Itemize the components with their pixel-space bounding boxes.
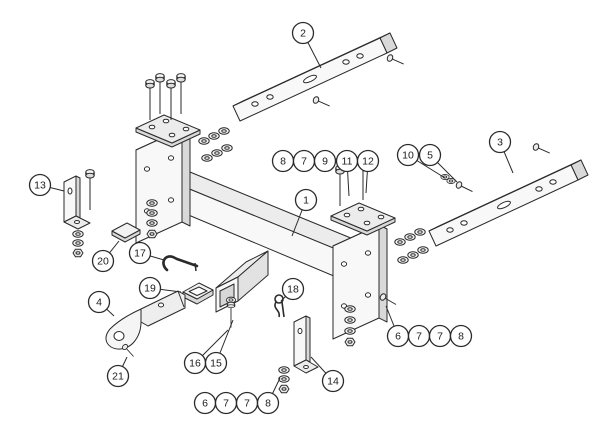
callout-2: 2: [291, 21, 315, 45]
callout-21: 21: [106, 364, 130, 388]
callout-number-3: 3: [497, 137, 503, 149]
callout-10: 10: [396, 143, 420, 167]
callout-number-6: 6: [395, 331, 401, 343]
left-washers-nuts: [198, 127, 233, 162]
callout-7: 7: [428, 324, 452, 348]
callout-number-8: 8: [280, 156, 286, 168]
callout-circle-1: [294, 188, 318, 212]
callout-7: 7: [235, 391, 259, 415]
callout-circle-5: [418, 143, 442, 167]
rail-top-bolt-end: [385, 53, 406, 68]
spacer-plate: [111, 222, 141, 243]
right-end-plate: [332, 224, 388, 340]
callout-number-21: 21: [112, 371, 124, 383]
rail-right-bolt-washers: [440, 174, 475, 196]
left-flange-bolts: [145, 73, 186, 121]
callout-number-12: 12: [362, 156, 374, 168]
callout-number-11: 11: [342, 156, 353, 168]
callout-layer: 2 3 10 5 8 7 9 11 12 13 1 20 17 19 4 18 16 15 21 14 6 7 7 8 6 7 7 8: [28, 21, 514, 415]
callout-number-7: 7: [244, 398, 250, 410]
callout-number-10: 10: [402, 150, 414, 162]
callout-circle-17: [128, 241, 152, 265]
callout-circle-20: [91, 249, 115, 273]
callout-14: 14: [321, 369, 345, 393]
callout-number-7: 7: [416, 331, 422, 343]
callout-circle-8: [449, 324, 473, 348]
callout-number-19: 19: [144, 283, 156, 295]
callout-circle-9: [313, 149, 337, 173]
callout-number-4: 4: [96, 297, 102, 309]
right-top-flange: [330, 202, 396, 236]
callout-number-1: 1: [303, 195, 309, 207]
callout-16: 16: [183, 351, 207, 375]
callout-circle-15: [204, 351, 228, 375]
callout-circle-2: [291, 21, 315, 45]
callout-8: 8: [449, 324, 473, 348]
callout-9: 9: [313, 149, 337, 173]
left-end-plate: [135, 128, 191, 244]
callout-circle-14: [321, 369, 345, 393]
callout-7: 7: [214, 391, 238, 415]
callout-8: 8: [271, 149, 295, 173]
callout-number-7: 7: [223, 398, 229, 410]
callout-number-14: 14: [327, 376, 339, 388]
callout-circle-18: [281, 277, 305, 301]
callout-17: 17: [128, 241, 152, 265]
callout-12: 12: [356, 149, 380, 173]
callout-3: 3: [488, 130, 512, 154]
callout-number-16: 16: [189, 358, 201, 370]
callout-circle-8: [256, 391, 280, 415]
callout-20: 20: [91, 249, 115, 273]
callout-number-8: 8: [265, 398, 271, 410]
callout-number-13: 13: [34, 180, 46, 192]
callout-number-18: 18: [287, 284, 299, 296]
callout-number-7: 7: [437, 331, 443, 343]
callout-19: 19: [138, 276, 162, 300]
mounting-bolt: [225, 296, 237, 329]
callout-circle-19: [138, 276, 162, 300]
callout-circle-3: [488, 130, 512, 154]
callout-18: 18: [281, 277, 305, 301]
callout-1: 1: [294, 188, 318, 212]
callout-number-2: 2: [300, 28, 306, 40]
callout-number-15: 15: [210, 358, 222, 370]
support-plate: [278, 315, 319, 394]
rail-top-bolt-mid: [311, 95, 332, 110]
callout-number-5: 5: [427, 150, 433, 162]
callout-5: 5: [418, 143, 442, 167]
callout-number-6: 6: [202, 398, 208, 410]
callout-circle-12: [356, 149, 380, 173]
callout-circle-10: [396, 143, 420, 167]
callout-6: 6: [193, 391, 217, 415]
callout-number-17: 17: [134, 248, 146, 260]
callout-circle-4: [87, 290, 111, 314]
rail-right-bolt-end: [531, 142, 552, 157]
callout-number-8: 8: [458, 331, 464, 343]
left-top-flange: [135, 114, 201, 148]
side-rail-right: [428, 159, 589, 247]
receiver-tube: [215, 250, 269, 313]
callout-number-7: 7: [301, 156, 307, 168]
right-washers-nuts: [394, 228, 429, 264]
r-clip: [274, 294, 285, 318]
side-bracket-left: [63, 169, 95, 258]
callout-number-20: 20: [97, 256, 109, 268]
callout-7: 7: [292, 149, 316, 173]
callout-circle-13: [28, 173, 52, 197]
callout-7: 7: [407, 324, 431, 348]
callout-circle-21: [106, 364, 130, 388]
ball-mount: [105, 290, 186, 350]
callout-15: 15: [204, 351, 228, 375]
side-rail-top: [232, 32, 398, 122]
hitch-pin: [162, 255, 199, 272]
receiver-collar: [182, 282, 214, 305]
callout-11: 11: [335, 149, 359, 173]
callout-13: 13: [28, 173, 52, 197]
callout-number-9: 9: [322, 156, 328, 168]
callout-4: 4: [87, 290, 111, 314]
callout-8: 8: [256, 391, 280, 415]
callout-6: 6: [386, 324, 410, 348]
